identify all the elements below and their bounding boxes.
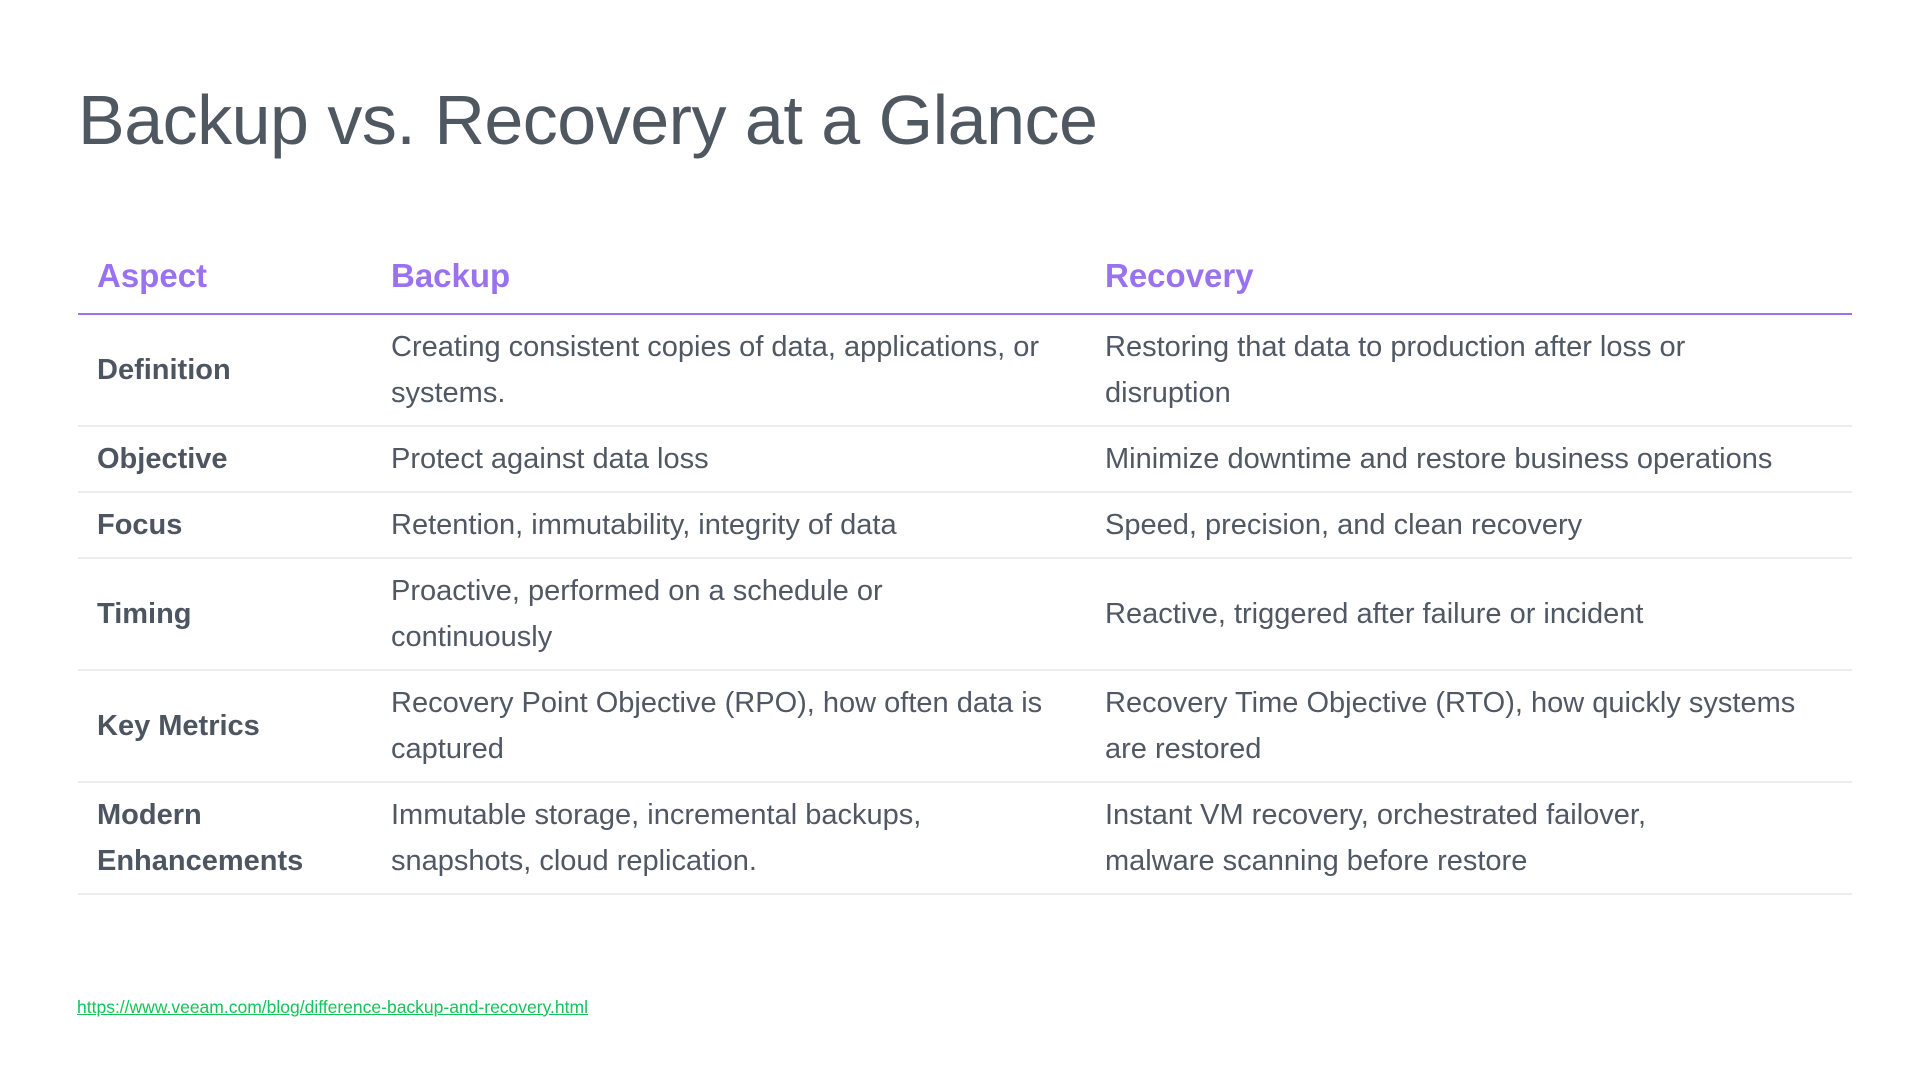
cell-aspect: Timing [78,558,372,671]
cell-backup: Creating consistent copies of data, appl… [372,314,1086,427]
table-header-row: Aspect Backup Recovery [78,255,1852,315]
source-link[interactable]: https://www.veeam.com/blog/difference-ba… [77,997,588,1017]
cell-recovery: Speed, precision, and clean recovery [1086,492,1852,559]
cell-recovery: Restoring that data to production after … [1086,314,1852,427]
cell-backup: Proactive, performed on a schedule or co… [372,558,1086,671]
table-row: Modern Enhancements Immutable storage, i… [78,782,1852,895]
cell-aspect: Definition [78,314,372,427]
table-row: Key Metrics Recovery Point Objective (RP… [78,670,1852,783]
table-row: Focus Retention, immutability, integrity… [78,492,1852,559]
cell-backup: Retention, immutability, integrity of da… [372,492,1086,559]
comparison-table: Aspect Backup Recovery Definition Creati… [78,255,1852,895]
cell-recovery: Minimize downtime and restore business o… [1086,426,1852,493]
cell-backup: Protect against data loss [372,426,1086,493]
cell-aspect: Focus [78,492,372,559]
cell-recovery: Instant VM recovery, orchestrated failov… [1086,782,1852,895]
cell-recovery: Reactive, triggered after failure or inc… [1086,558,1852,671]
slide-title: Backup vs. Recovery at a Glance [78,81,1098,159]
cell-aspect: Key Metrics [78,670,372,783]
cell-backup: Recovery Point Objective (RPO), how ofte… [372,670,1086,783]
cell-aspect: Objective [78,426,372,493]
table-row: Timing Proactive, performed on a schedul… [78,558,1852,671]
header-aspect: Aspect [78,255,372,315]
header-recovery: Recovery [1086,255,1852,315]
table-row: Definition Creating consistent copies of… [78,314,1852,427]
table-row: Objective Protect against data loss Mini… [78,426,1852,493]
cell-aspect: Modern Enhancements [78,782,372,895]
cell-recovery: Recovery Time Objective (RTO), how quick… [1086,670,1852,783]
header-backup: Backup [372,255,1086,315]
cell-backup: Immutable storage, incremental backups, … [372,782,1086,895]
